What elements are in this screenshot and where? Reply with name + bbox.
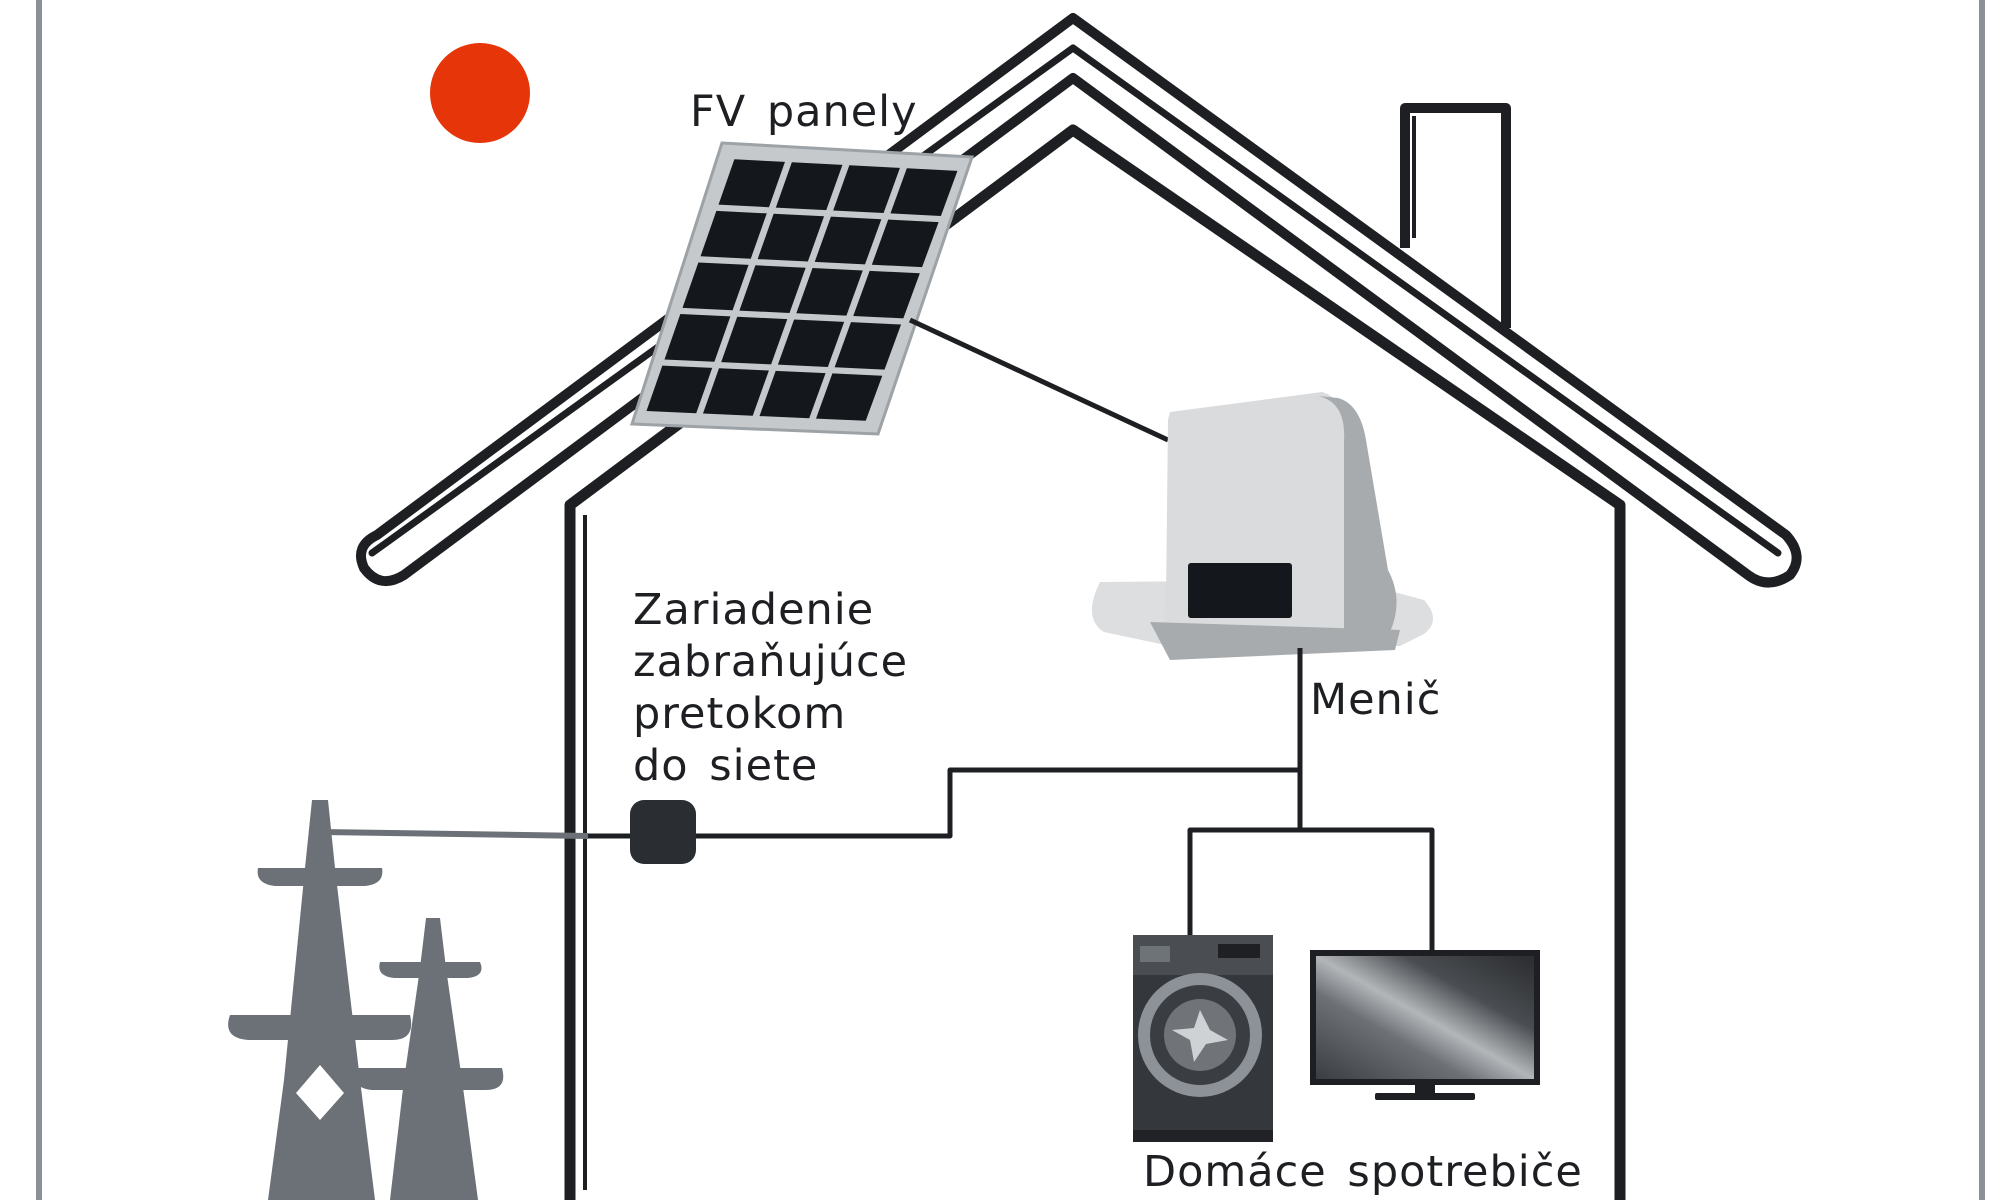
label-export-limiter-line-4: do siete [633,741,819,791]
solar-panel-cell [833,165,900,214]
solar-panel-cell [646,365,713,414]
solar-panel-cell [834,322,902,370]
chimney-outline [1400,103,1511,328]
house-wiring [690,648,1435,950]
label-export-limiter-line-2: zabraňujúce [633,637,909,687]
solar-panel-cell [814,216,882,265]
label-appliances: Domáce spotrebiče [1143,1147,1583,1197]
solar-panel-cell [777,319,845,367]
solar-panel-cell [796,268,863,316]
power-pylon-icon [228,800,504,1200]
solar-panel-cell [664,314,731,362]
solar-panel-cell [718,159,785,208]
solar-panel-cell [700,210,767,259]
grid-cable [321,829,589,839]
roof-inner-line [368,44,1782,557]
inverter-icon [1091,392,1433,660]
solar-panel-cell [759,370,826,419]
solar-panel-cell [871,219,939,268]
solar-panel-cell [682,262,749,311]
solar-panel-cell [757,213,825,262]
solar-panel-cell [702,368,769,416]
solar-panel-cell [853,270,920,319]
panel-inverter-cable [908,317,1170,443]
roof-outer-outline [356,13,1802,588]
washing-machine-icon [1133,935,1273,1142]
solar-panel-icon [629,141,975,436]
house-wall-outline [564,124,1626,1200]
label-export-limiter-line-3: pretokom [633,689,847,739]
solar-panel-cell [816,373,883,421]
label-inverter: Menič [1310,675,1442,725]
television-icon [1310,950,1540,1100]
export-limiter-device-icon [630,800,696,864]
solar-panel-cell [775,162,843,211]
solar-panel-cell [721,316,788,365]
label-pv-panels: FV panely [690,87,918,137]
label-export-limiter-line-1: Zariadenie [633,585,875,635]
solar-panel-cell [739,265,806,313]
sun-icon [430,43,530,143]
solar-panel-cell [890,168,958,216]
label-export-limiter: Zariadenie zabraňujúce pretokom do siete [633,584,908,792]
